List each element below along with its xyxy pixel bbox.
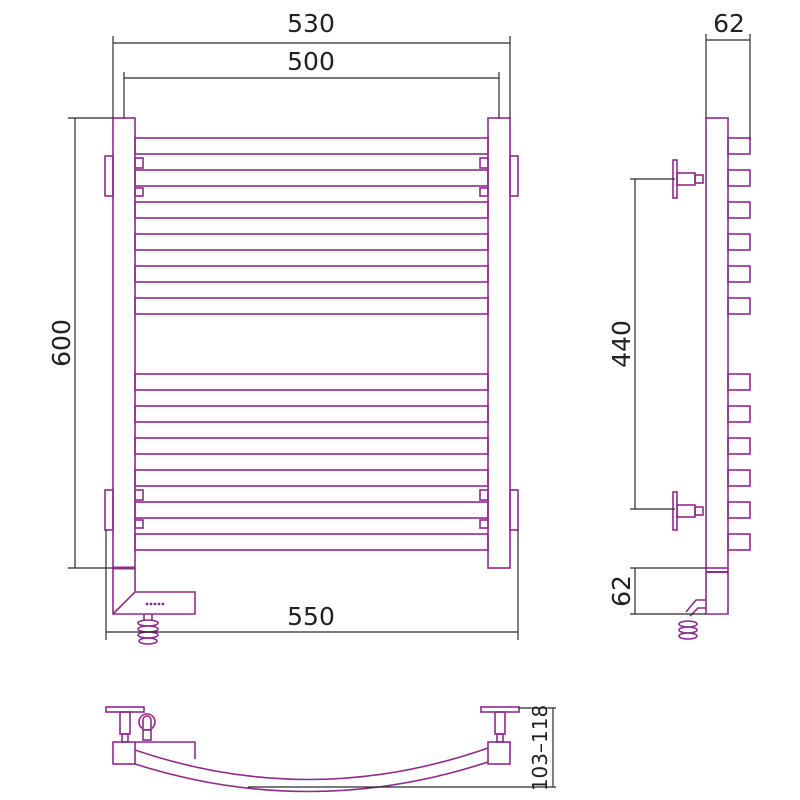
- wall-mount-top: [672, 159, 704, 199]
- front-view: 530 500 600 550: [47, 9, 519, 645]
- side-cable-icon: [678, 599, 706, 640]
- dim-600: 600: [47, 319, 76, 367]
- rail-bar-side: [727, 373, 751, 391]
- rail-bar: [134, 265, 489, 283]
- tab: [134, 519, 144, 529]
- rail-bar: [134, 437, 489, 455]
- cable-coil-icon: [137, 614, 159, 645]
- rail-bar-side: [727, 297, 751, 315]
- dim-440: 440: [607, 320, 636, 368]
- wall-mount-bottom: [672, 491, 704, 531]
- rail-bar: [134, 501, 489, 519]
- rail-bar: [134, 373, 489, 391]
- front-rails: [134, 137, 489, 551]
- indicator-dots-icon: [145, 602, 165, 606]
- top-view: 103–118: [105, 705, 556, 793]
- bracket-top-left: [104, 155, 114, 197]
- left-post: [112, 117, 136, 569]
- tab: [479, 157, 489, 169]
- rail-bar-side: [727, 233, 751, 251]
- rail-bar: [134, 137, 489, 155]
- curved-rail-inner: [134, 761, 489, 793]
- rail-bar-side: [727, 265, 751, 283]
- bracket-top-right: [509, 155, 519, 197]
- dim-62-depth: 62: [713, 9, 745, 38]
- bracket-bottom-left: [104, 489, 114, 531]
- tab: [134, 157, 144, 169]
- side-view: 62 440 62: [607, 9, 751, 640]
- dim-103-118: 103–118: [528, 705, 552, 791]
- side-rails: [727, 137, 751, 551]
- tab: [479, 489, 489, 501]
- rail-bar: [134, 169, 489, 187]
- tab: [134, 187, 144, 197]
- rail-bar-side: [727, 169, 751, 187]
- rail-bar-side: [727, 405, 751, 423]
- rail-bar: [134, 469, 489, 487]
- rail-bar-side: [727, 437, 751, 455]
- rail-bar: [134, 201, 489, 219]
- tab: [134, 489, 144, 501]
- rail-bar-side: [727, 201, 751, 219]
- dim-500: 500: [287, 47, 335, 76]
- tab: [479, 519, 489, 529]
- side-heater: [705, 568, 729, 615]
- rail-bar-side: [727, 469, 751, 487]
- side-post: [705, 117, 729, 569]
- dim-62-bottom: 62: [607, 575, 636, 607]
- rail-bar-side: [727, 501, 751, 519]
- curved-rail-outer: [134, 747, 489, 781]
- rail-bar: [134, 533, 489, 551]
- electric-heater-box: [112, 566, 196, 645]
- right-post: [487, 117, 511, 569]
- rail-bar-side: [727, 137, 751, 155]
- rail-bar-side: [727, 533, 751, 551]
- dim-530: 530: [287, 9, 335, 38]
- tab: [479, 187, 489, 197]
- side-dimensions: 62 440 62: [607, 9, 751, 615]
- rail-bar: [134, 405, 489, 423]
- dim-550: 550: [287, 602, 335, 631]
- bracket-bottom-right: [509, 489, 519, 531]
- front-dimensions: 530 500 600 550: [47, 9, 519, 640]
- rail-bar: [134, 297, 489, 315]
- rail-bar: [134, 233, 489, 251]
